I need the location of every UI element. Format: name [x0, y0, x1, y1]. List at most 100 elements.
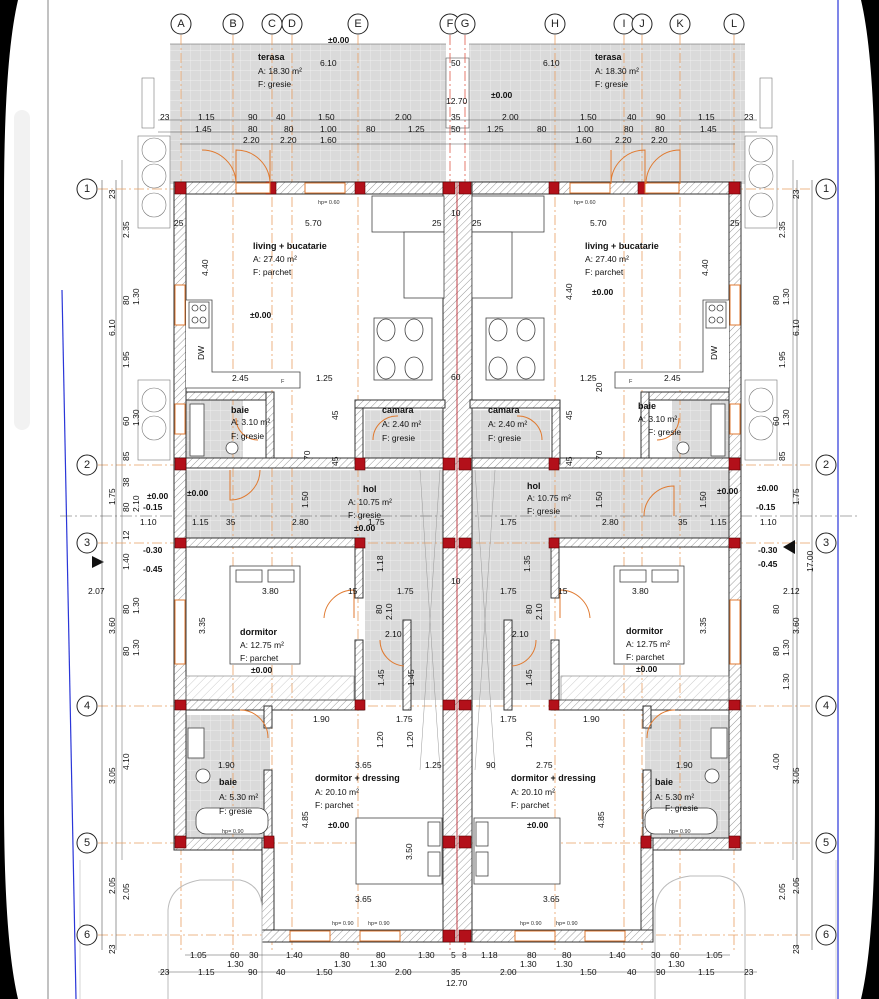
- dim-10-mid: 10: [451, 576, 461, 586]
- dim-top1-1: 1.15: [198, 112, 215, 122]
- grid-label-J: J: [639, 18, 645, 30]
- inner-dimensions: 5.70 5.70 4.40 4.40 4.40 2.45 2.45 1.25 …: [140, 200, 777, 927]
- room-baie1-right-name: baie: [638, 401, 656, 411]
- dim-top3-5: 2.20: [651, 135, 668, 145]
- dim-bot3-0: 23: [160, 967, 170, 977]
- dim-r-10: 17.00: [805, 550, 815, 572]
- dim-l-8: 85: [121, 451, 131, 461]
- dim-r-7: 1.30: [781, 409, 791, 426]
- dim-top1-10: 90: [656, 112, 666, 122]
- dim-top2-3: 1.00: [320, 124, 337, 134]
- grid-label-G: G: [461, 18, 470, 30]
- dim-bot3-2: 90: [248, 967, 258, 977]
- dim-bot1-2: 30: [249, 950, 259, 960]
- dimensions-right: 23 2.35 6.10 80 1.30 1.95 60 1.30 85 1.7…: [698, 180, 815, 954]
- dim-top3-3: 1.60: [575, 135, 592, 145]
- room-terasa-left-area: A: 18.30 m²: [258, 66, 302, 76]
- room-living-left-floor: F: parchet: [253, 267, 292, 277]
- dim-bot2-5: 1.30: [668, 959, 685, 969]
- dim-top1-9: 40: [627, 112, 637, 122]
- section-marker-right: [783, 540, 795, 554]
- dim-175-mid-left: 1.75: [397, 586, 414, 596]
- room-hol-right-area: A: 10.75 m²: [527, 493, 571, 503]
- dim-top3-1: 2.20: [280, 135, 297, 145]
- right-side-planters: [744, 77, 794, 860]
- dim-top1-4: 1.50: [318, 112, 335, 122]
- dim-top2-6: 50: [451, 124, 461, 134]
- room-terasa-left-name: terasa: [258, 52, 286, 62]
- room-camara-right-floor: F: gresie: [488, 433, 521, 443]
- grid-row-5-right: 5: [823, 837, 829, 849]
- dim-120-c: 1.20: [524, 731, 534, 748]
- room-camara-right-area: A: 2.40 m²: [488, 419, 527, 429]
- grid-label-K: K: [676, 18, 684, 30]
- room-dormitor-left-area: A: 12.75 m²: [240, 640, 284, 650]
- dim-365-bot-left: 3.65: [355, 894, 372, 904]
- dim-bot1-15: 1.05: [706, 950, 723, 960]
- dim-80-a: 80: [374, 604, 384, 614]
- dim-l-3: 80: [121, 295, 131, 305]
- room-living-left-name: living + bucatarie: [253, 241, 327, 251]
- dim-125-right: 1.25: [580, 373, 597, 383]
- dim-living-h-left: 4.40: [200, 259, 210, 276]
- level-entrance-right-a: ±0.00: [717, 486, 738, 496]
- dim-10-top: 10: [451, 208, 461, 218]
- dim-r-3: 80: [771, 295, 781, 305]
- room-living-right-area: A: 27.40 m²: [585, 254, 629, 264]
- dim-hol-280-right: 2.80: [602, 517, 619, 527]
- dim-118: 1.18: [375, 555, 385, 572]
- room-labels: terasa A: 18.30 m² F: gresie terasa A: 1…: [219, 52, 698, 816]
- dim-l-15: 2.07: [88, 586, 105, 596]
- dim-r-16: 80: [771, 646, 781, 656]
- room-baie1-left-area: A: 3.10 m²: [231, 417, 270, 427]
- dim-hol-175-left: 1.75: [368, 517, 385, 527]
- dim-bot3-6: 35: [451, 967, 461, 977]
- room-hol-left-area: A: 10.75 m²: [348, 497, 392, 507]
- dim-hol-115-left: 1.15: [192, 517, 209, 527]
- dim-350: 3.50: [404, 843, 414, 860]
- dim-r-21: 2.05: [777, 883, 787, 900]
- dim-125-mid: 1.25: [425, 760, 442, 770]
- room-camara-left-area: A: 2.40 m²: [382, 419, 421, 429]
- dim-bot1-13: 30: [651, 950, 661, 960]
- dim-bot3-11: 1.15: [698, 967, 715, 977]
- grid-label-A: A: [177, 18, 185, 30]
- dim-bot3-4: 1.50: [316, 967, 333, 977]
- dim-bot3-10: 90: [656, 967, 666, 977]
- dim-bot2-3: 1.30: [520, 959, 537, 969]
- section-marker-left: [92, 556, 104, 568]
- dim-bot2-0: 1.30: [227, 959, 244, 969]
- fridge-left: F: [281, 379, 285, 385]
- dim-top2-1: 80: [248, 124, 258, 134]
- dim-l-14: 1.40: [121, 553, 131, 570]
- room-terasa-right-floor: F: gresie: [595, 79, 628, 89]
- room-baie2-right-name: baie: [655, 777, 673, 787]
- level-entrance-left-b: ±0.00: [187, 488, 208, 498]
- dim-top1-2: 90: [248, 112, 258, 122]
- room-dress-right-floor: F: parchet: [511, 800, 550, 810]
- dim-living-h-right: 4.40: [700, 259, 710, 276]
- hp-090-b3: hp= 0.90: [520, 921, 542, 927]
- hp-090-b2: hp= 0.90: [368, 921, 390, 927]
- dim-hol-110-left: 1.10: [140, 517, 157, 527]
- scroll-indicator[interactable]: [14, 110, 30, 430]
- dim-l-5: 1.95: [121, 351, 131, 368]
- dim-top3-2: 1.60: [320, 135, 337, 145]
- dim-190-left: 1.90: [313, 714, 330, 724]
- dimensions-left: 23 2.35 6.10 80 1.30 1.95 60 1.30 85 38 …: [88, 180, 207, 954]
- grid-label-L: L: [731, 18, 737, 30]
- dim-mid-1270: 12.70: [446, 96, 468, 106]
- grid-row-6-left: 6: [84, 929, 90, 941]
- dim-top2-5: 1.25: [408, 124, 425, 134]
- dim-l-16: 80: [121, 604, 131, 614]
- dim-r-0: 23: [791, 189, 801, 199]
- right-frame-edge: [861, 0, 879, 999]
- grid-label-I: I: [622, 18, 625, 30]
- level-minus045-left: -0.45: [143, 564, 163, 574]
- dim-r-17: 1.30: [781, 673, 791, 690]
- dimensions-top: 23 1.15 90 40 1.50 2.00 35 2.00 1.50 40 …: [158, 58, 757, 145]
- fridge-right: F: [629, 379, 633, 385]
- grid-row-1-right: 1: [823, 183, 829, 195]
- dim-top1-8: 1.50: [580, 112, 597, 122]
- dim-top1-12: 23: [744, 112, 754, 122]
